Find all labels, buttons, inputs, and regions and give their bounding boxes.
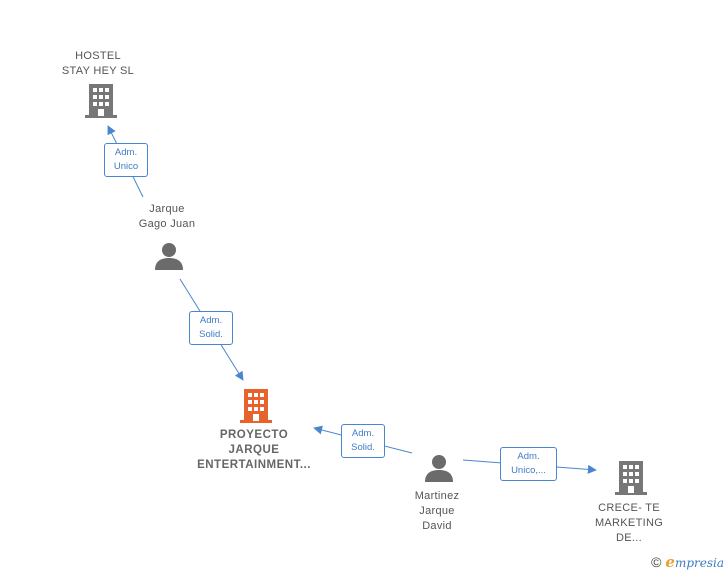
edge-label-line: Adm. xyxy=(199,315,223,326)
node-label-line: PROYECTO xyxy=(219,429,289,441)
empresia-brand: © empresia xyxy=(651,553,724,571)
edge-label-line: Unico,... xyxy=(511,465,546,476)
node-label-line: STAY HEY SL xyxy=(61,65,135,77)
node-label-crece[interactable]: CRECE- TE MARKETING DE... xyxy=(579,501,679,546)
brand-logo: empresia xyxy=(665,553,724,571)
node-label-martinez[interactable]: Martinez Jarque David xyxy=(387,489,487,534)
copyright-icon: © xyxy=(651,554,662,570)
node-label-proyecto[interactable]: PROYECTO JARQUE ENTERTAINMENT... xyxy=(184,428,324,473)
node-label-line: CRECE- TE xyxy=(598,502,660,514)
edge-lines xyxy=(107,125,597,474)
main-building-icon[interactable] xyxy=(240,389,272,423)
edge-label-adm-solid[interactable]: Adm. Solid. xyxy=(341,424,385,458)
node-label-jarque-gago[interactable]: Jarque Gago Juan xyxy=(117,202,217,232)
edge-label-adm-solid[interactable]: Adm. Solid. xyxy=(189,311,233,345)
edge-label-line: Unico xyxy=(113,161,139,172)
brand-logo-e: e xyxy=(665,553,675,571)
node-label-hostel[interactable]: HOSTEL STAY HEY SL xyxy=(48,49,148,79)
person-icon[interactable] xyxy=(425,455,453,482)
node-label-line: Gago Juan xyxy=(138,218,196,230)
node-label-line: DE... xyxy=(616,532,642,544)
edge-label-line: Adm. xyxy=(114,147,138,158)
person-icon[interactable] xyxy=(155,243,183,270)
node-label-line: JARQUE xyxy=(228,444,280,456)
edge-label-line: Adm. xyxy=(351,428,375,439)
brand-logo-text: mpresia xyxy=(674,556,724,570)
edge-label-line: Adm. xyxy=(517,451,540,462)
node-label-line: MARKETING xyxy=(594,517,664,529)
node-label-line: Jarque xyxy=(149,203,185,215)
node-label-line: David xyxy=(422,520,452,532)
edge-label-adm-unico[interactable]: Adm. Unico xyxy=(104,143,148,177)
building-icon[interactable] xyxy=(615,461,647,495)
node-label-line: HOSTEL xyxy=(75,50,121,62)
node-label-line: ENTERTAINMENT... xyxy=(197,459,311,471)
edge-label-line: Solid. xyxy=(351,442,375,453)
building-icon[interactable] xyxy=(85,84,117,118)
edge-label-adm-unico-more[interactable]: Adm. Unico,... xyxy=(500,447,557,481)
node-label-line: Martinez xyxy=(414,490,460,502)
node-label-line: Jarque xyxy=(419,505,455,517)
edge-label-line: Solid. xyxy=(199,329,223,340)
